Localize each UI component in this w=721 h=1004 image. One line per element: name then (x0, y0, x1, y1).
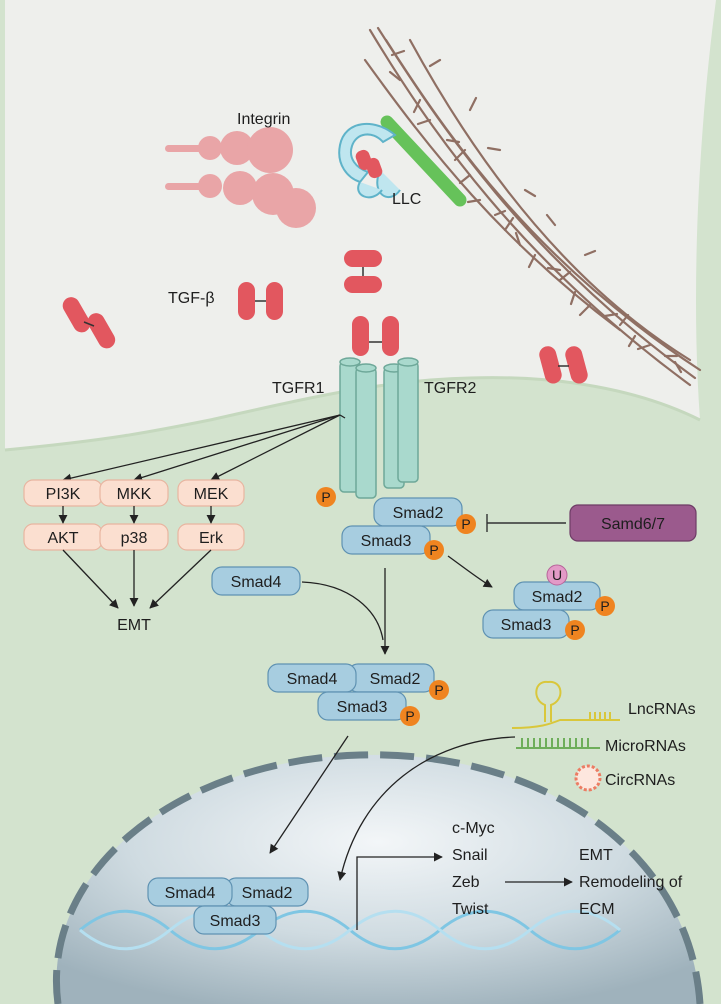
svg-text:Smad4: Smad4 (231, 574, 282, 591)
smad-complex-nucleus: Smad2 Smad4 Smad3 (147, 877, 309, 935)
outcome-0: EMT (579, 847, 613, 864)
target-gene-0: c-Myc (452, 820, 495, 837)
svg-text:Samd6/7: Samd6/7 (601, 516, 665, 533)
svg-text:AKT: AKT (47, 530, 78, 547)
inhibitor-tbar (486, 514, 566, 532)
smad3-ubiquitinated: Smad3 (482, 609, 570, 639)
tgfr1-label: TGFR1 (272, 380, 325, 397)
svg-text:Smad2: Smad2 (242, 885, 293, 902)
tgfr1-receptor (339, 357, 377, 499)
complex-smad3-phospho: P (400, 706, 420, 726)
complex-smad2-phospho: P (429, 680, 449, 700)
kinase-mkk: MKK (99, 479, 169, 507)
transcription-arrow (356, 852, 443, 930)
target-gene-2: Zeb (452, 874, 480, 891)
extracellular-space (5, 0, 716, 450)
svg-text:Smad2: Smad2 (393, 505, 444, 522)
integrin-label: Integrin (237, 111, 290, 128)
kinase-mek: MEK (177, 479, 245, 507)
circrna-icon (574, 764, 602, 792)
llc-complex (338, 122, 401, 199)
nuclear-translocation-arrow (269, 735, 349, 854)
smad2-ubiq-phospho: P (595, 596, 615, 616)
svg-text:P: P (405, 708, 414, 724)
kinase-erk: Erk (177, 523, 245, 551)
svg-text:P: P (600, 598, 609, 614)
svg-text:Smad4: Smad4 (165, 885, 216, 902)
svg-text:P: P (429, 542, 438, 558)
micrornas-label: MicroRNAs (605, 738, 686, 755)
tgf-beta-dimer-top (344, 250, 382, 293)
tgfr2-label: TGFR2 (424, 380, 477, 397)
svg-text:Erk: Erk (199, 530, 224, 547)
smad2-receptor-phospho: P (456, 514, 476, 534)
svg-text:Smad2: Smad2 (370, 671, 421, 688)
tgf-beta-dimer-left (62, 297, 116, 349)
svg-text:MKK: MKK (117, 486, 152, 503)
emt-cytoplasm-label: EMT (117, 617, 151, 634)
target-genes: c-Myc Snail Zeb Twist (452, 820, 495, 918)
nucleus (53, 751, 704, 1004)
smad2-ubiquitinated: Smad2 (513, 581, 601, 611)
svg-text:Smad3: Smad3 (337, 699, 388, 716)
svg-text:U: U (552, 567, 562, 583)
tgf-beta-dimer-center (238, 282, 283, 320)
lncrnas-label: LncRNAs (628, 701, 696, 718)
tgfr2-receptor (383, 357, 419, 489)
svg-text:P: P (321, 489, 330, 505)
collagen-fibers (363, 26, 702, 387)
smad2-receptor: Smad2 (373, 497, 463, 527)
llc-label: LLC (392, 191, 421, 208)
svg-text:P: P (461, 516, 470, 532)
target-gene-1: Snail (452, 847, 488, 864)
kinase-arrows (58, 506, 216, 609)
circrnas-label: CircRNAs (605, 772, 675, 789)
lncrna-icon (511, 680, 620, 729)
kinase-p38: p38 (99, 523, 169, 551)
dna-helix (79, 909, 621, 951)
smad3-receptor-phospho: P (424, 540, 444, 560)
kinase-pi3k: PI3K (23, 479, 103, 507)
svg-text:P: P (434, 682, 443, 698)
svg-text:Smad3: Smad3 (361, 533, 412, 550)
smad4-free: Smad4 (211, 566, 301, 596)
tgf-beta-dimer-right (539, 346, 588, 384)
tgf-beta-dimer-bound (352, 316, 399, 356)
complex-formation-arrows (301, 568, 390, 655)
ubiquitin-mark: U (546, 564, 568, 586)
receptor-phospho: P (316, 487, 336, 507)
svg-text:PI3K: PI3K (46, 486, 81, 503)
integrin-lower (165, 171, 316, 228)
tgf-beta-label: TGF-β (168, 290, 215, 307)
smad-complex-cytoplasm: Smad2 Smad4 Smad3 (267, 663, 435, 721)
integrin-upper (165, 127, 293, 173)
ncrna-arrow (337, 736, 516, 881)
outcomes: EMT Remodeling of ECM (579, 847, 683, 918)
svg-text:P: P (570, 622, 579, 638)
svg-text:Smad2: Smad2 (532, 589, 583, 606)
target-gene-3: Twist (452, 901, 489, 918)
smad3-ubiq-phospho: P (565, 620, 585, 640)
svg-text:MEK: MEK (194, 486, 229, 503)
kinase-akt: AKT (23, 523, 103, 551)
svg-text:Smad3: Smad3 (501, 617, 552, 634)
smad6-7-inhibitor: Samd6/7 (569, 504, 697, 542)
outcome-2: ECM (579, 901, 615, 918)
microrna-icon (516, 738, 600, 749)
svg-text:Smad4: Smad4 (287, 671, 338, 688)
smad3-receptor: Smad3 (341, 525, 431, 555)
outcome-1: Remodeling of (579, 874, 683, 891)
svg-text:Smad3: Smad3 (210, 913, 261, 930)
tgfr1-signal-arrows (62, 414, 346, 483)
llc-green-bar (380, 115, 467, 207)
ubiquitination-arrow (447, 555, 493, 588)
svg-text:p38: p38 (121, 530, 148, 547)
